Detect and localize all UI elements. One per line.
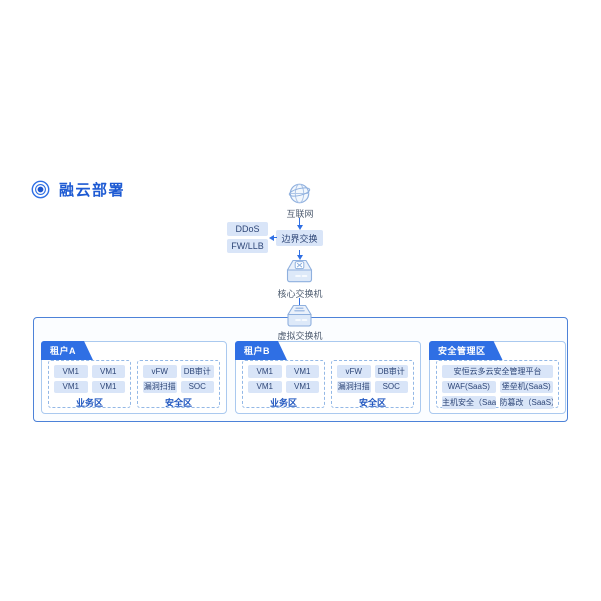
tenant-a-business-zone: VM1 VM1 VM1 VM1 业务区: [48, 360, 131, 408]
business-zone-label: 业务区: [75, 398, 103, 408]
page-title-row: 融云部署: [31, 179, 125, 200]
business-zone-label: 业务区: [269, 398, 297, 408]
virtual-switch-label: 虚拟交换机: [277, 331, 323, 341]
fw-llb-node: FW/LLB: [227, 239, 268, 253]
tenant-b-security-zone: vFW DB审计 漏洞扫描 SOC 安全区: [331, 360, 414, 408]
platform-chip: 安恒云多云安全管理平台: [442, 365, 553, 378]
vm-chip: VM1: [285, 365, 319, 378]
zones-row: 租户A VM1 VM1 VM1 VM1 业务区 vFW D: [41, 341, 566, 414]
security-chip: vFW: [143, 365, 177, 378]
tenant-a-tab: 租户A: [41, 341, 93, 360]
saas-chip: 防篡改（SaaS）: [499, 396, 553, 409]
saas-chip: WAF(SaaS): [442, 380, 496, 393]
core-switch-label: 核心交换机: [277, 289, 323, 299]
tenant-a-panel: 租户A VM1 VM1 VM1 VM1 业务区 vFW D: [41, 341, 227, 414]
vm-chip: VM1: [248, 365, 282, 378]
arrow-edge-to-devices: [269, 234, 277, 241]
ddos-node: DDoS: [227, 222, 268, 236]
globe-icon: [286, 180, 313, 207]
saas-chip: 堡垒机(SaaS): [499, 380, 553, 393]
security-chip: 漏洞扫描: [143, 380, 177, 393]
security-management-zone: 安恒云多云安全管理平台 WAF(SaaS) 堡垒机(SaaS) 主机安全（Saa…: [436, 360, 559, 409]
vm-chip: VM1: [91, 365, 125, 378]
security-zone-label: 安全区: [164, 398, 192, 408]
vm-chip: VM1: [91, 380, 125, 393]
internet-label: 互联网: [286, 209, 314, 219]
vm-chip: VM1: [54, 380, 88, 393]
arrow-internet-to-edge: [296, 218, 303, 230]
security-zone-label: 安全区: [358, 398, 386, 408]
edge-switch-node: 边界交换: [276, 230, 323, 246]
vm-chip: VM1: [285, 380, 319, 393]
security-chip: DB审计: [374, 365, 408, 378]
security-management-tab: 安全管理区: [429, 341, 503, 360]
vm-chip: VM1: [248, 380, 282, 393]
core-switch-icon: [283, 259, 316, 285]
tenant-b-tab: 租户B: [235, 341, 287, 360]
page-title: 融云部署: [59, 182, 126, 199]
vm-chip: VM1: [54, 365, 88, 378]
target-icon: [31, 180, 50, 199]
security-chip: DB审计: [180, 365, 214, 378]
tenant-b-panel: 租户B VM1 VM1 VM1 VM1 业务区 vFW D: [235, 341, 421, 414]
saas-chip: 主机安全（SaaS）: [442, 396, 496, 409]
virtual-switch-icon: [284, 304, 315, 329]
security-chip: SOC: [180, 380, 214, 393]
security-chip: vFW: [337, 365, 371, 378]
security-chip: SOC: [374, 380, 408, 393]
arrow-edge-to-core: [296, 250, 303, 260]
tenant-b-business-zone: VM1 VM1 VM1 VM1 业务区: [242, 360, 325, 408]
security-chip: 漏洞扫描: [337, 380, 371, 393]
security-management-panel: 安全管理区 安恒云多云安全管理平台 WAF(SaaS) 堡垒机(SaaS) 主机…: [429, 341, 566, 414]
tenant-a-security-zone: vFW DB审计 漏洞扫描 SOC 安全区: [137, 360, 220, 408]
